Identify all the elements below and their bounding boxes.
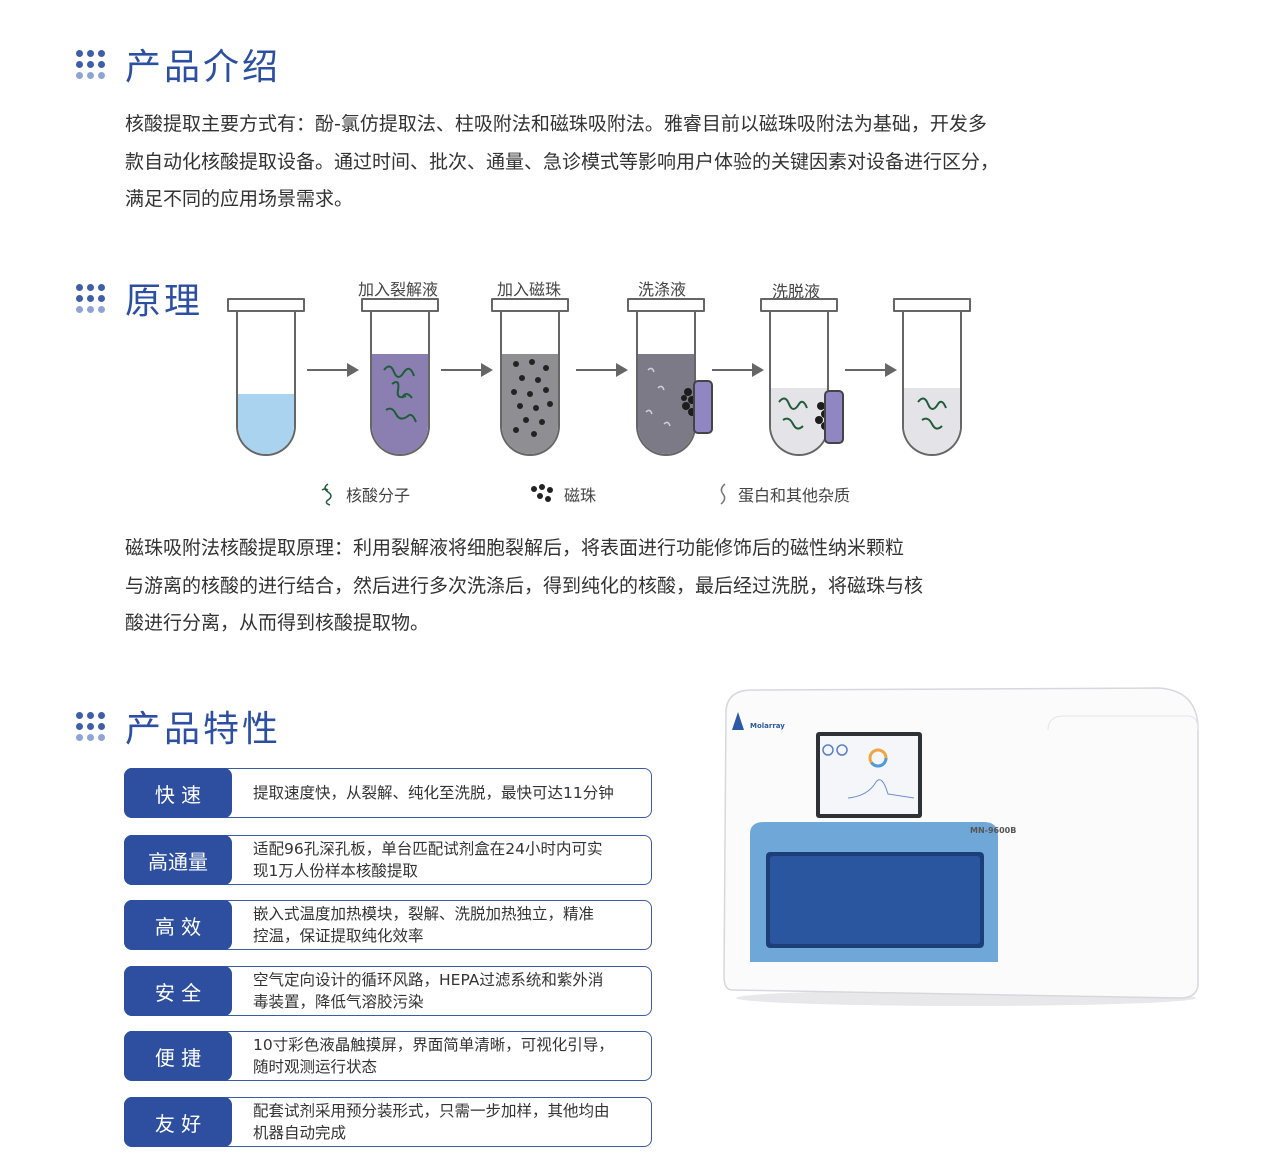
principle-title: 原理 bbox=[125, 281, 204, 322]
arrow-icon bbox=[307, 363, 359, 377]
legend-beads: 磁珠 bbox=[530, 482, 596, 506]
feature-convenient: 便 捷 10寸彩色液晶触摸屏，界面简单清晰，可视化引导，随时观测运行状态 bbox=[124, 1031, 652, 1081]
impurity-icon bbox=[720, 483, 726, 505]
arrow-icon bbox=[712, 363, 764, 377]
feature-label: 快 速 bbox=[124, 768, 232, 818]
legend-label: 蛋白和其他杂质 bbox=[738, 486, 851, 505]
dots-icon bbox=[76, 49, 105, 79]
arrow-icon bbox=[845, 363, 897, 377]
nucleic-acid-icon bbox=[321, 483, 332, 506]
feature-label: 安 全 bbox=[124, 966, 232, 1016]
nucleic-acid-icon bbox=[917, 397, 947, 430]
intro-paragraph: 核酸提取主要方式有：酚-氯仿提取法、柱吸附法和磁珠吸附法。雅睿目前以磁珠吸附法为… bbox=[125, 106, 999, 219]
intro-line: 核酸提取主要方式有：酚-氯仿提取法、柱吸附法和磁珠吸附法。雅睿目前以磁珠吸附法为… bbox=[125, 113, 987, 135]
features-title: 产品特性 bbox=[125, 709, 282, 750]
feature-friendly: 友 好 配套试剂采用预分装形式，只需一步加样，其他均由机器自动完成 bbox=[124, 1097, 652, 1147]
principle-line: 磁珠吸附法核酸提取原理：利用裂解液将细胞裂解后，将表面进行功能修饰后的磁性纳米颗… bbox=[125, 537, 905, 559]
feature-text: 嵌入式温度加热模块，裂解、洗脱加热独立，精准控温，保证提取纯化效率 bbox=[253, 905, 595, 945]
feature-text: 配套试剂采用预分装形式，只需一步加样，其他均由机器自动完成 bbox=[253, 1102, 610, 1142]
intro-line: 款自动化核酸提取设备。通过时间、批次、通量、急诊模式等影响用户体验的关键因素对设… bbox=[125, 150, 1000, 173]
magnet-icon bbox=[824, 390, 844, 444]
feature-text: 适配96孔深孔板，单台匹配试剂盒在24小时内可实现1万人份样本核酸提取 bbox=[253, 840, 603, 880]
feature-label: 高 效 bbox=[124, 900, 232, 950]
nucleic-acid-icon bbox=[383, 365, 417, 423]
bead-icon bbox=[511, 359, 553, 437]
machine-brand: Molarray bbox=[750, 722, 785, 730]
principle-line: 与游离的核酸的进行结合，然后进行多次洗涤后，得到纯化的核酸，最后经过洗脱，将磁珠… bbox=[125, 574, 924, 597]
step-label-lysis: 加入裂解液 bbox=[358, 280, 439, 299]
feature-throughput: 高通量 适配96孔深孔板，单台匹配试剂盒在24小时内可实现1万人份样本核酸提取 bbox=[124, 835, 652, 885]
impurity-icon bbox=[645, 367, 694, 427]
legend-nucleic-acid: 核酸分子 bbox=[318, 482, 410, 506]
step-label-wash: 洗涤液 bbox=[638, 280, 687, 299]
features-heading: 产品特性 bbox=[76, 700, 281, 752]
magnet-icon bbox=[693, 380, 713, 434]
principle-paragraph: 磁珠吸附法核酸提取原理：利用裂解液将细胞裂解后，将表面进行功能修饰后的磁性纳米颗… bbox=[125, 530, 923, 643]
machine-model: MN-9600B bbox=[970, 826, 1017, 835]
legend-label: 核酸分子 bbox=[346, 486, 411, 505]
feature-label: 便 捷 bbox=[124, 1031, 232, 1081]
feature-label: 友 好 bbox=[124, 1097, 232, 1147]
legend-label: 磁珠 bbox=[564, 486, 597, 505]
intro-heading: 产品介绍 bbox=[76, 38, 281, 90]
feature-label: 高通量 bbox=[124, 835, 232, 885]
principle-heading: 原理 bbox=[76, 272, 203, 324]
step-label-beads: 加入磁珠 bbox=[497, 280, 562, 299]
machine-illustration: Molarray MN-9600B bbox=[718, 686, 1200, 1006]
step-label-elution: 洗脱液 bbox=[772, 282, 821, 301]
bead-icon bbox=[531, 484, 553, 502]
feature-text: 空气定向设计的循环风路，HEPA过滤系统和紫外消毒装置，降低气溶胶污染 bbox=[253, 971, 604, 1011]
intro-title: 产品介绍 bbox=[125, 47, 282, 88]
feature-fast: 快 速 提取速度快，从裂解、纯化至洗脱，最快可达11分钟 bbox=[124, 768, 652, 818]
principle-line: 酸进行分离，从而得到核酸提取物。 bbox=[125, 612, 430, 634]
nucleic-acid-icon bbox=[778, 397, 827, 430]
intro-line: 满足不同的应用场景需求。 bbox=[125, 188, 354, 210]
arrow-icon bbox=[441, 363, 493, 377]
feature-efficient: 高 效 嵌入式温度加热模块，裂解、洗脱加热独立，精准控温，保证提取纯化效率 bbox=[124, 900, 652, 950]
dots-icon bbox=[76, 283, 105, 313]
arrow-icon bbox=[576, 363, 628, 377]
feature-text: 提取速度快，从裂解、纯化至洗脱，最快可达11分钟 bbox=[253, 784, 614, 802]
dots-icon bbox=[76, 711, 105, 741]
feature-safe: 安 全 空气定向设计的循环风路，HEPA过滤系统和紫外消毒装置，降低气溶胶污染 bbox=[124, 966, 652, 1016]
feature-text: 10寸彩色液晶触摸屏，界面简单清晰，可视化引导，随时观测运行状态 bbox=[253, 1036, 614, 1076]
legend-impurities: 蛋白和其他杂质 bbox=[716, 482, 850, 506]
